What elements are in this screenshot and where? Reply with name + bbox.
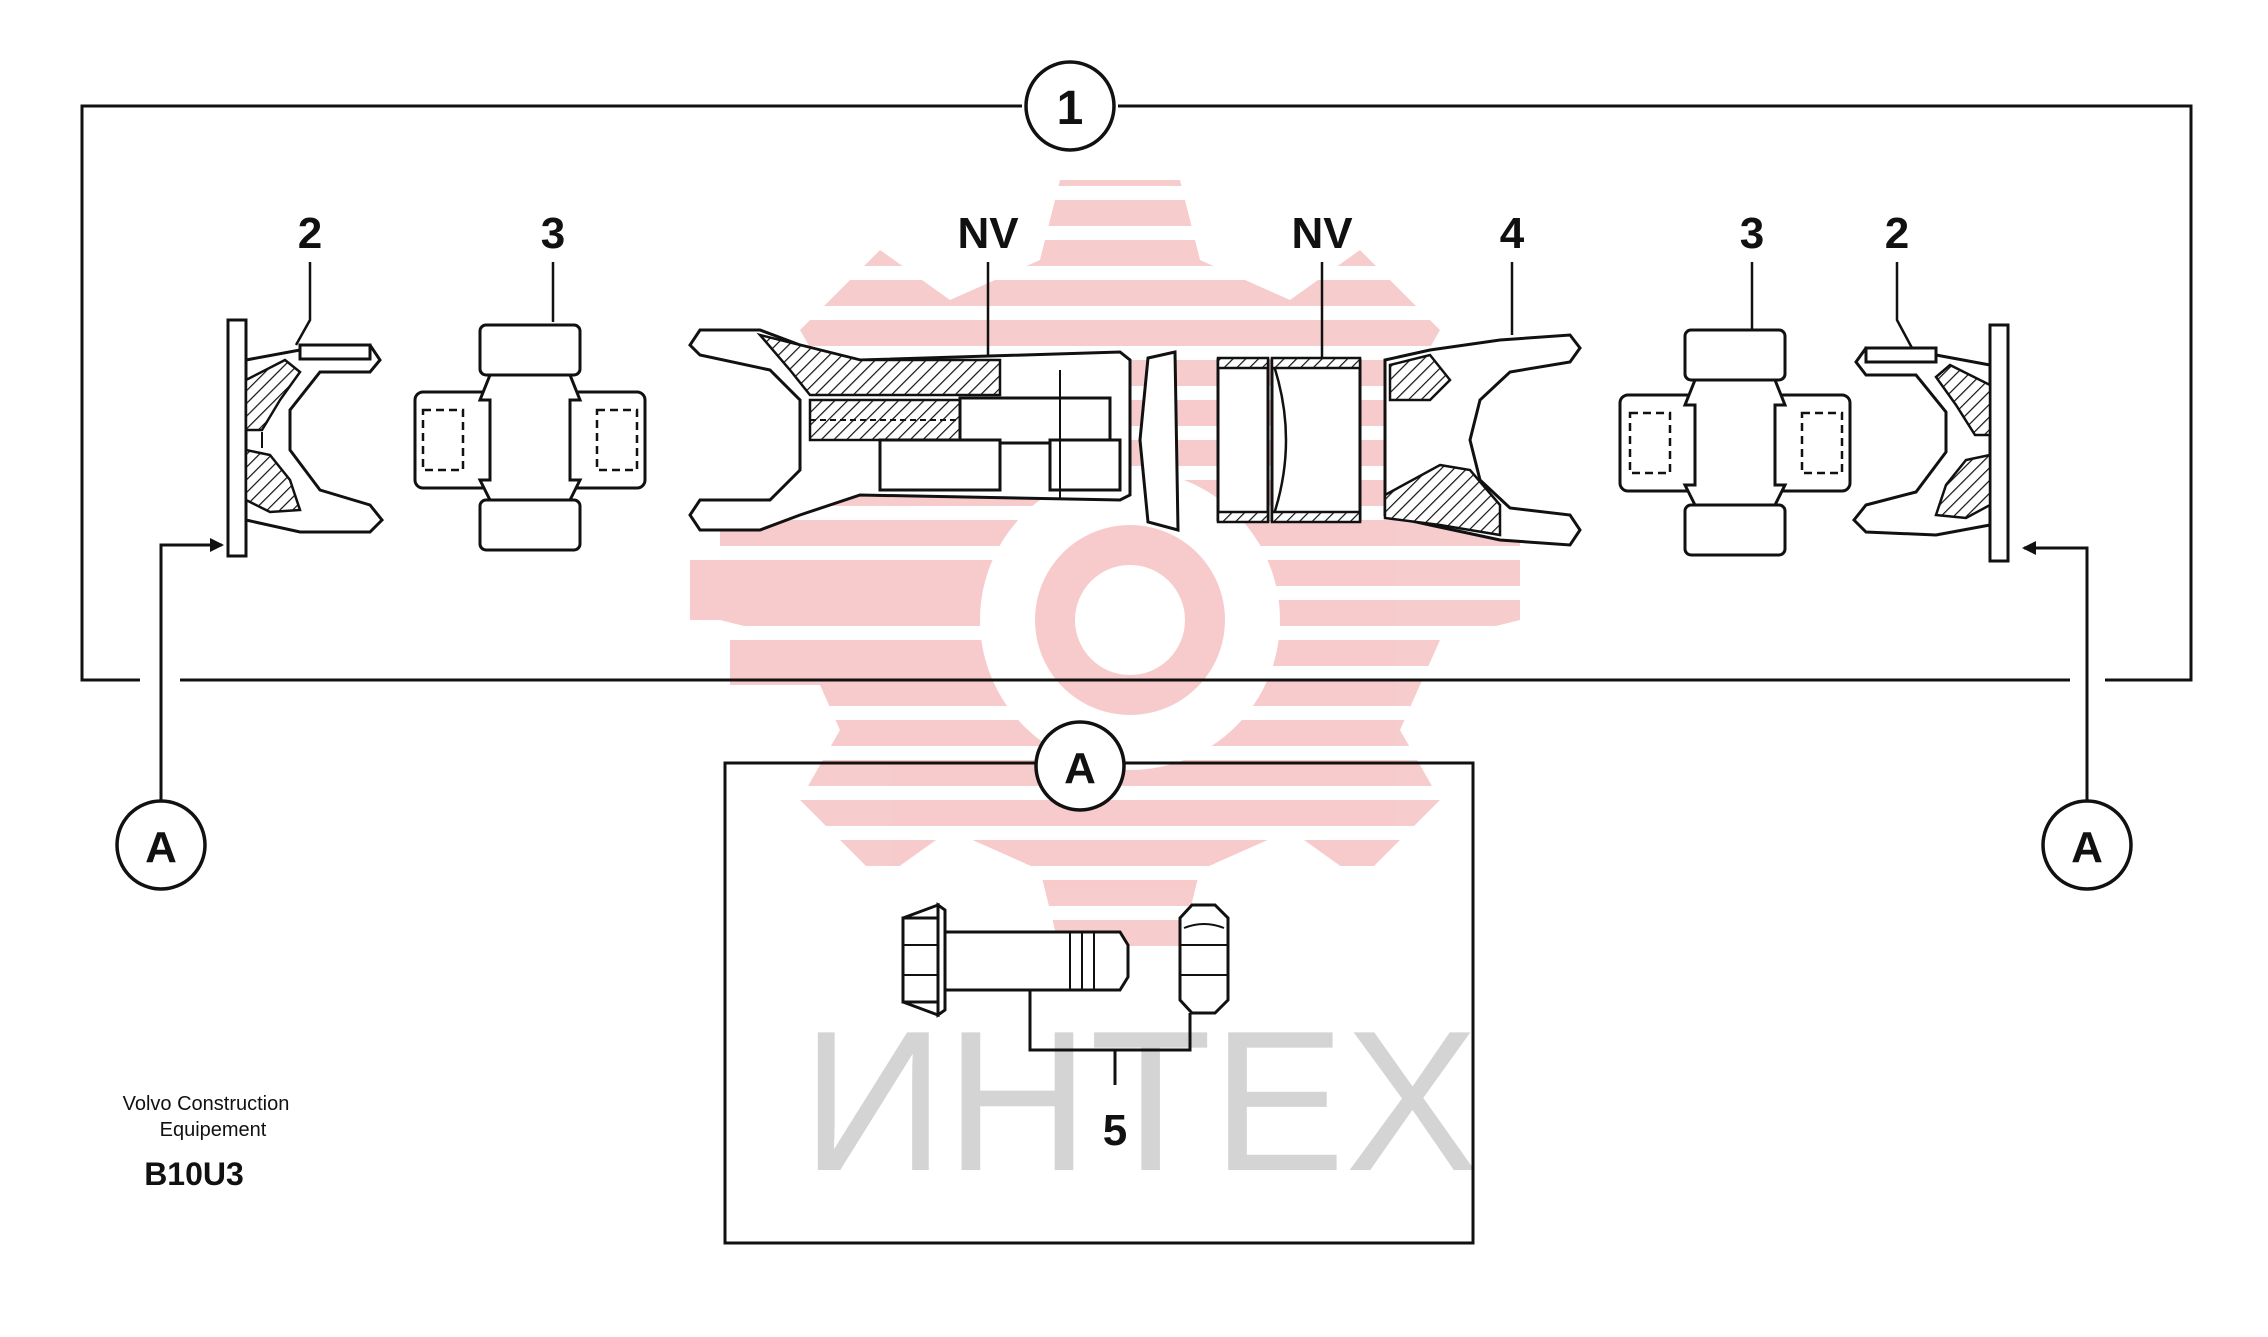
label-nv-boot: NV — [1291, 209, 1353, 258]
label-2-left: 2 — [298, 209, 322, 258]
company-line-2: Equipement — [160, 1119, 267, 1141]
label-4: 4 — [1500, 209, 1525, 258]
detail-a-right-pointer: A — [2022, 541, 2133, 891]
detail-a-left-pointer: A — [115, 538, 224, 891]
footer-block: Volvo Construction Equipement B10U3 — [123, 1093, 290, 1192]
part-label-2-left: 2 — [294, 209, 322, 346]
flange-yoke-right — [1851, 323, 2010, 563]
label-3-left: 3 — [541, 209, 565, 258]
part-label-3-left: 3 — [541, 209, 565, 322]
callout-1-label: 1 — [1057, 82, 1084, 135]
label-2-right: 2 — [1885, 209, 1909, 258]
part-label-4: 4 — [1500, 209, 1525, 335]
detail-a-left-label: A — [145, 823, 177, 872]
watermark-text: ИНТЕХ — [801, 990, 1478, 1213]
watermark-logo — [690, 180, 1520, 950]
part-label-2-right: 2 — [1885, 209, 1914, 349]
spider-right — [1618, 328, 1852, 557]
company-line-1: Volvo Construction — [123, 1093, 290, 1115]
assembly-frame — [80, 104, 2193, 682]
callout-1: 1 — [1024, 60, 1116, 152]
nv-seal-boot — [1138, 350, 1362, 532]
label-3-right: 3 — [1740, 209, 1764, 258]
label-5: 5 — [1103, 1106, 1127, 1155]
detail-a-right-label: A — [2071, 823, 2103, 872]
detail-a-box: A 5 — [723, 720, 1475, 1245]
label-nv-shaft: NV — [957, 209, 1019, 258]
nut — [1178, 903, 1230, 1015]
drawing-code: B10U3 — [144, 1156, 244, 1192]
spider-left — [413, 323, 647, 552]
detail-a-box-label: A — [1064, 744, 1096, 793]
bolt — [901, 902, 1130, 1018]
part-label-3-right: 3 — [1740, 209, 1764, 330]
flange-yoke-left — [226, 318, 385, 558]
slip-yoke-4 — [1383, 333, 1582, 547]
nv-slip-shaft — [688, 328, 1132, 532]
part-label-nv-boot: NV — [1291, 209, 1353, 360]
